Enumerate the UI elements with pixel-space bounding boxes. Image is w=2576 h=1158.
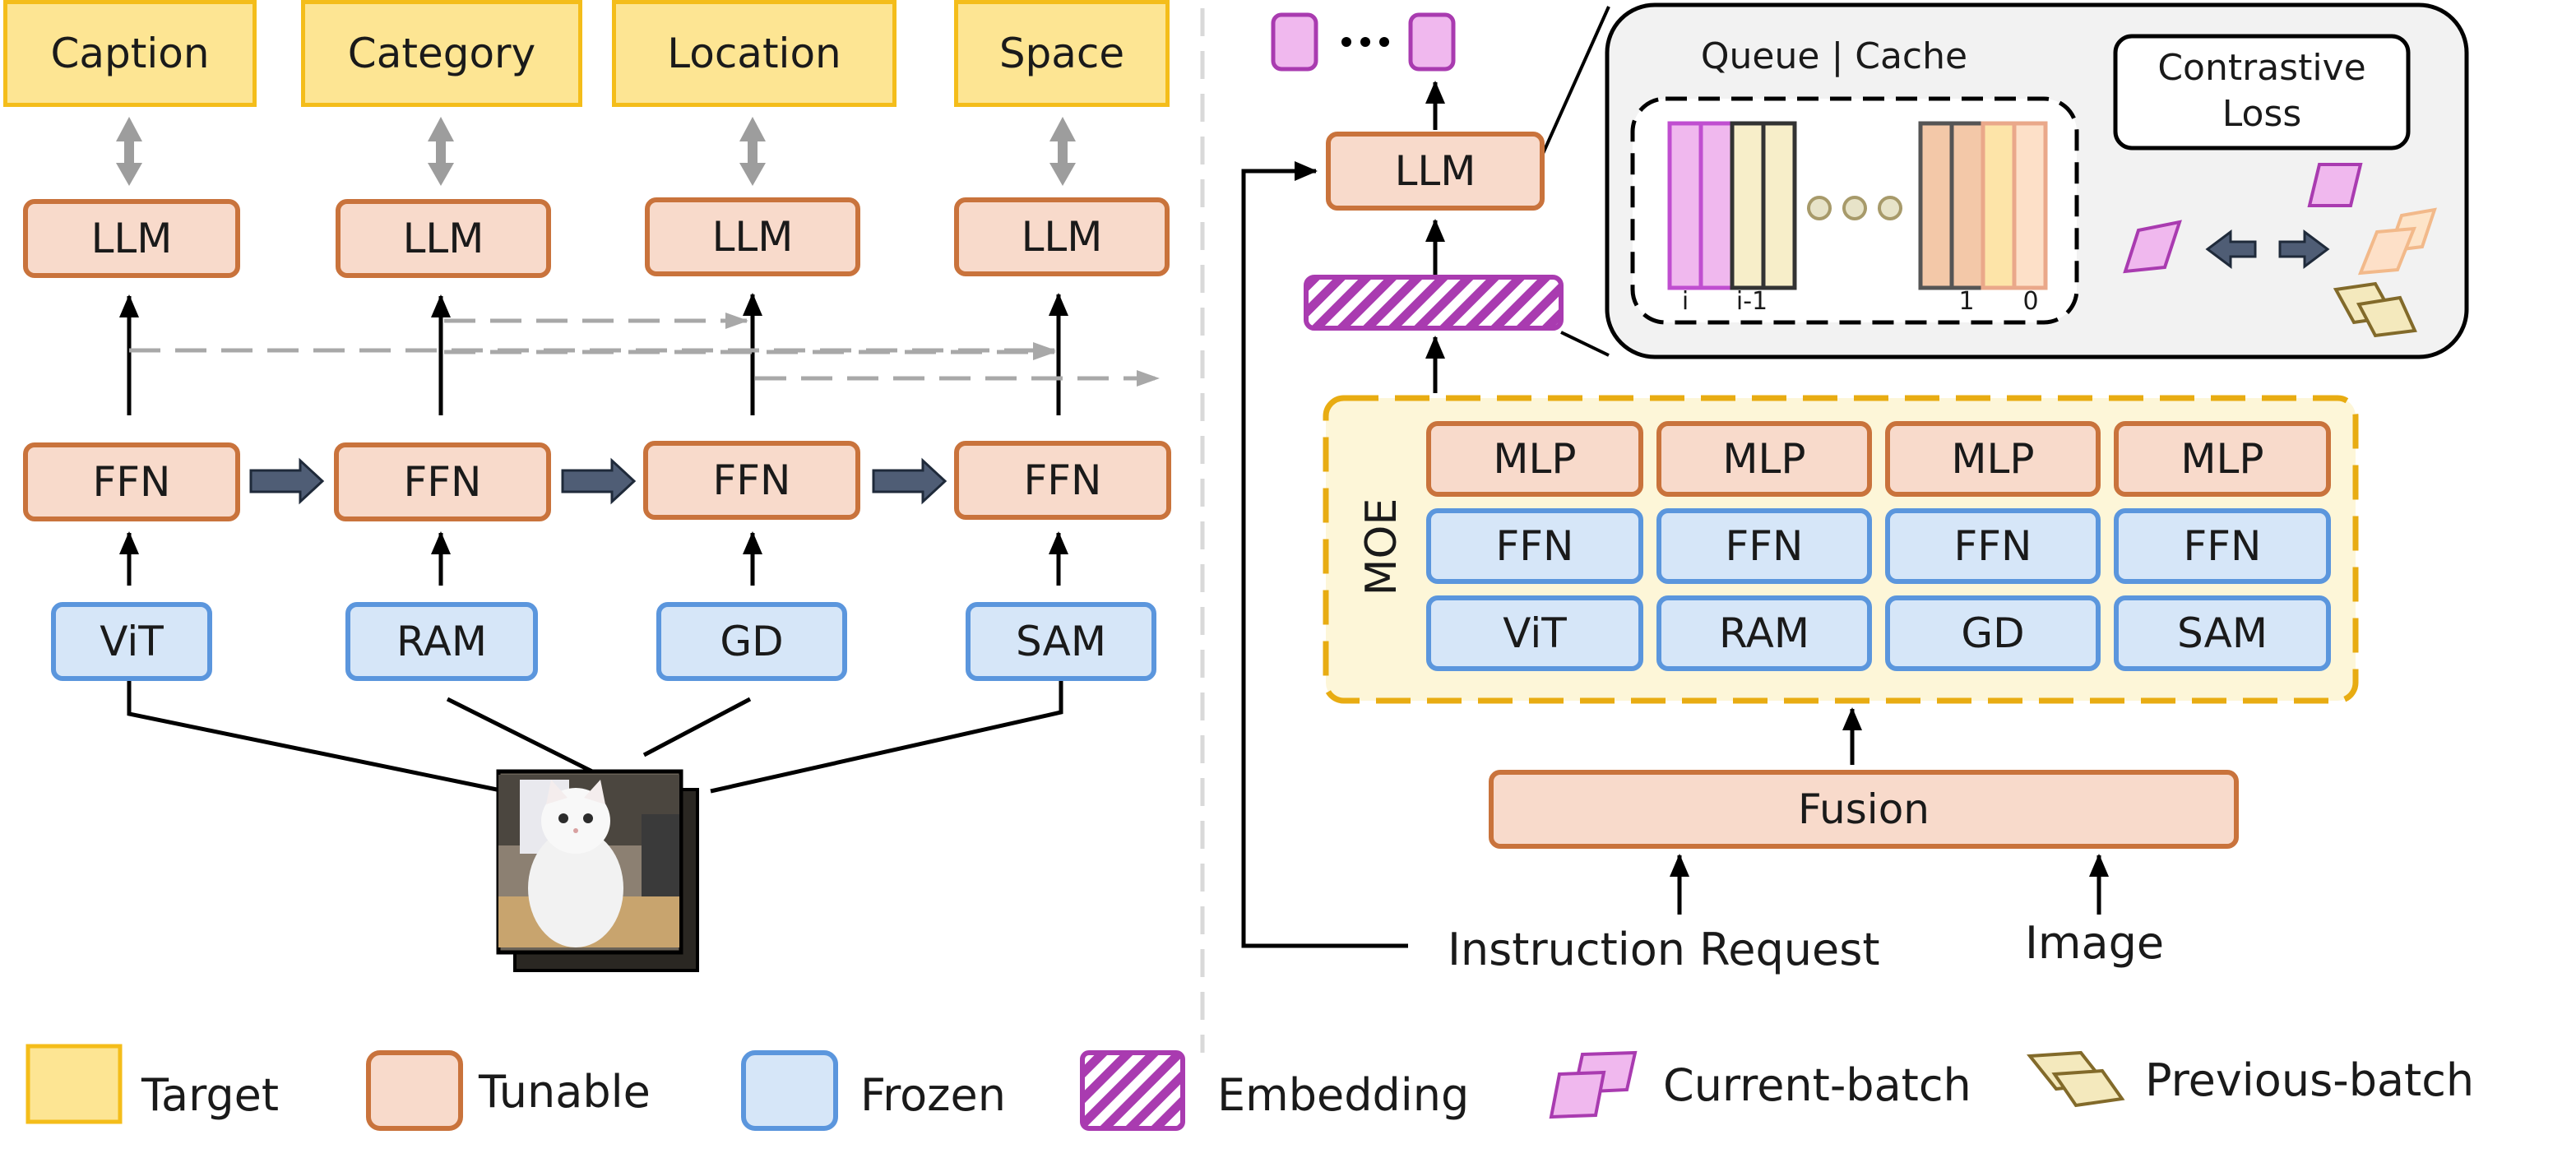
encoder-vit: ViT [51, 602, 212, 681]
llm-block-2: LLM [336, 199, 551, 278]
moe-ffn-2: FFN [1656, 508, 1872, 584]
encoder-to-ffn-arrows [119, 531, 1068, 586]
double-arrow-contrast [2205, 229, 2330, 269]
queue-index-1: 1 [1958, 286, 1975, 316]
fusion-block: Fusion [1489, 770, 2239, 849]
target-location: Location [612, 0, 897, 107]
current-batch-shapes [2123, 163, 2363, 274]
queue-index-i-1: i-1 [1735, 286, 1768, 316]
legend-frozen-swatch [741, 1050, 838, 1131]
moe-sam: SAM [2114, 595, 2331, 671]
encoder-ram: RAM [345, 602, 538, 681]
queue-bars-right [1918, 121, 2048, 290]
output-tokens [1271, 12, 1456, 72]
instruction-request-label: Instruction Request [1448, 923, 1880, 975]
double-arrow-2 [428, 117, 454, 186]
moe-ffn-3: FFN [1885, 508, 2101, 584]
legend-tunable-swatch [366, 1050, 463, 1131]
target-space: Space [954, 0, 1170, 107]
embedding-bar [1304, 275, 1564, 331]
encoder-sam: SAM [966, 602, 1156, 681]
target-llm-arrows [116, 117, 1076, 186]
zoom-lines [1536, 6, 1610, 357]
moe-label: MOE [1357, 498, 1406, 596]
queue-ellipsis [1807, 196, 1902, 220]
target-caption: Caption [3, 0, 257, 107]
llm-block-1: LLM [23, 199, 240, 278]
legend-swatches [25, 1044, 2125, 1131]
moe-mlp-1: MLP [1426, 421, 1643, 497]
queue-index-0: 0 [2022, 286, 2039, 316]
double-arrow-3 [739, 117, 766, 186]
ffn-block-2: FFN [334, 442, 551, 521]
llm-block-3: LLM [645, 197, 860, 276]
legend-previous-batch-swatch [2027, 1050, 2125, 1108]
moe-ram: RAM [1656, 595, 1872, 671]
ffn-chain-arrows [249, 457, 947, 505]
moe-ffn-1: FFN [1426, 508, 1643, 584]
moe-vit: ViT [1426, 595, 1643, 671]
legend-tunable-label: Tunable [479, 1065, 651, 1118]
target-category: Category [301, 0, 582, 107]
llm-block-4: LLM [954, 197, 1170, 276]
ffn-block-4: FFN [954, 441, 1171, 520]
contrastive-loss-label: Contrastive Loss [2157, 47, 2366, 135]
output-token-ellipsis [1341, 37, 1389, 47]
ffn-block-1: FFN [23, 442, 240, 521]
right-llm-block: LLM [1326, 132, 1545, 211]
image-label: Image [2025, 916, 2165, 969]
ffn-block-3: FFN [643, 441, 860, 520]
ffn-to-llm-arrows [119, 293, 1068, 415]
legend-target-label: Target [141, 1068, 280, 1121]
moe-gd: GD [1885, 595, 2101, 671]
queue-bars-left [1667, 121, 1797, 290]
legend-frozen-label: Frozen [860, 1068, 1006, 1121]
encoder-gd: GD [656, 602, 847, 681]
contrastive-loss-box [2113, 34, 2411, 151]
encoder-image-lines [127, 681, 1063, 794]
legend-target-swatch [25, 1044, 123, 1124]
legend-previous-batch-label: Previous-batch [2145, 1054, 2475, 1106]
double-arrow-1 [116, 117, 142, 186]
legend-embedding-label: Embedding [1217, 1068, 1470, 1121]
dashed-gray-arrows [129, 313, 1160, 387]
instruction-feedback-line [1241, 161, 1408, 948]
moe-mlp-3: MLP [1885, 421, 2101, 497]
legend-current-batch-swatch [1549, 1050, 1638, 1119]
queue-cache-title: Queue | Cache [1700, 35, 1968, 77]
moe-ffn-4: FFN [2114, 508, 2331, 584]
moe-mlp-2: MLP [1656, 421, 1872, 497]
legend-current-batch-label: Current-batch [1663, 1058, 1971, 1111]
queue-index-i: i [1681, 286, 1689, 316]
moe-mlp-4: MLP [2114, 421, 2331, 497]
cat-photo-icon [496, 769, 699, 972]
double-arrow-4 [1049, 117, 1076, 186]
legend-embedding-swatch [1080, 1050, 1185, 1131]
mixed-batch-shapes [2333, 207, 2437, 338]
